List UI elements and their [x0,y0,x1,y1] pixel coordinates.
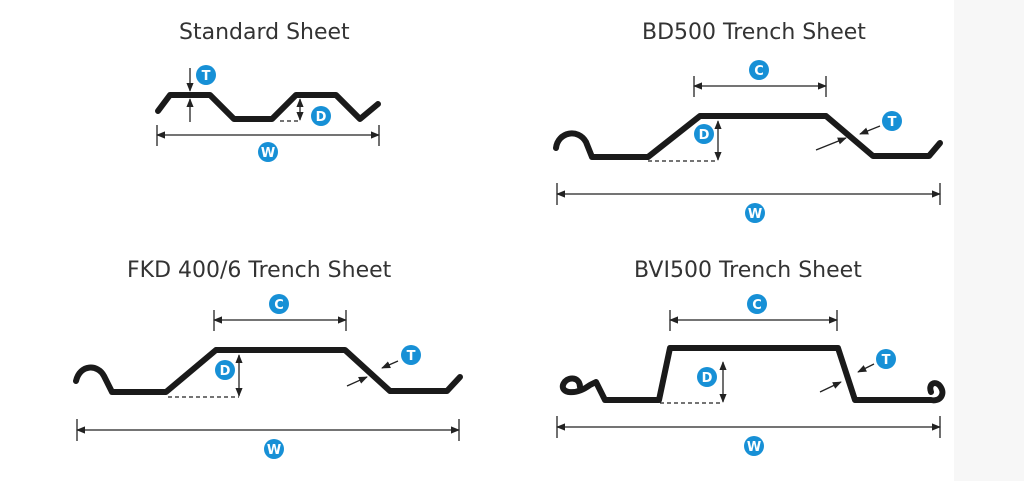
crest-badge: C [749,60,769,80]
thickness-arrow [346,376,368,387]
depth-badge: D [215,360,235,380]
thickness-badge: T [882,111,902,131]
thickness-badge: T [196,65,216,85]
standard-sheet-diagram: T D W [155,65,381,162]
depth-badge: D [697,367,717,387]
svg-text:T: T [882,353,891,368]
svg-text:T: T [202,69,211,84]
width-badge: W [264,439,284,459]
svg-text:C: C [752,298,762,313]
thickness-arrow-2 [859,125,881,135]
bd500-profile [553,113,943,160]
bvi500-title: BVI500 Trench Sheet [634,258,862,283]
svg-text:C: C [754,64,764,79]
background-strip [954,0,1024,481]
svg-text:T: T [888,115,897,130]
crest-badge: C [269,294,289,314]
svg-text:W: W [747,440,761,455]
fkd400-diagram: C T D W [73,294,463,459]
svg-text:T: T [407,349,416,364]
svg-text:D: D [699,128,710,143]
svg-text:C: C [274,298,284,313]
thickness-arrow-2 [857,363,875,373]
thickness-arrow-2 [381,360,399,369]
svg-text:D: D [702,371,713,386]
fkd400-profile [73,347,463,395]
thickness-arrow [815,137,847,151]
fkd400-title: FKD 400/6 Trench Sheet [127,258,392,283]
svg-text:W: W [748,207,762,222]
width-badge: W [744,436,764,456]
thickness-badge: T [401,345,421,365]
svg-text:D: D [316,110,327,125]
crest-badge: C [747,294,767,314]
bvi500-profile [559,345,946,404]
depth-badge: D [694,124,714,144]
svg-text:W: W [261,146,275,161]
thickness-badge: T [876,349,896,369]
depth-badge: D [311,106,331,126]
thickness-arrow [819,381,842,393]
width-badge: W [745,203,765,223]
bvi500-diagram: C T D W [556,294,946,456]
svg-text:W: W [267,443,281,458]
bd500-title: BD500 Trench Sheet [642,20,866,45]
svg-text:D: D [220,364,231,379]
bd500-diagram: C T D W [553,60,943,223]
width-badge: W [258,142,278,162]
standard-sheet-title: Standard Sheet [179,20,350,45]
standard-sheet-profile [155,92,381,122]
